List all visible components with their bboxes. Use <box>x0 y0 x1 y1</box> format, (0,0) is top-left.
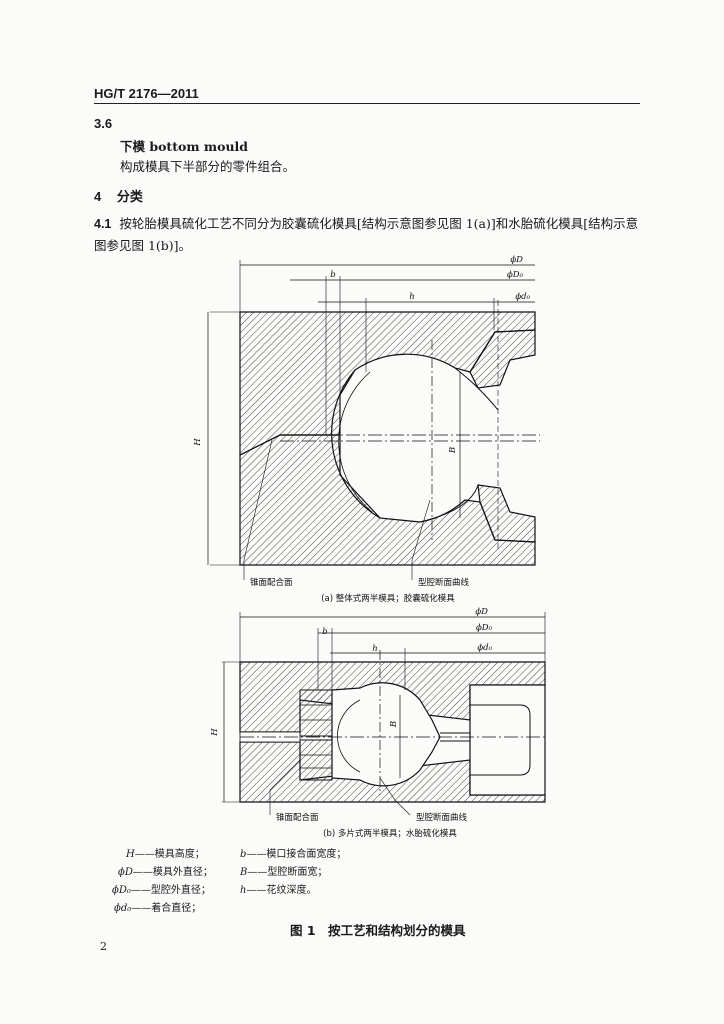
section-4-1-paragraph: 4.1 按轮胎模具硫化工艺不同分为胶囊硫化模具[结构示意图参见图 1(a)]和水… <box>94 213 642 256</box>
dim-b-b: b <box>322 627 327 637</box>
figure-title: 图 1 按工艺和结构划分的模具 <box>290 923 466 938</box>
legend-symbol: b <box>240 849 247 860</box>
legend-item: H——模具高度； <box>126 845 205 860</box>
legend-desc: ——型腔外直径； <box>130 885 211 896</box>
label-a-cavity-curve: 型腔断面曲线 <box>418 577 470 588</box>
dim-a-d0: ϕd₀ <box>515 292 530 302</box>
section-3-6-definition: 构成模具下半部分的零件组合。 <box>120 159 296 174</box>
legend-desc: ——花纹深度。 <box>246 885 317 896</box>
section-4-heading: 4 分类 <box>94 186 143 205</box>
dim-a-b: b <box>330 270 335 280</box>
legend-symbol: B <box>240 867 248 878</box>
dim-b-h: h <box>372 644 377 654</box>
section-3-6-term: 下模 bottom mould <box>120 139 249 154</box>
dim-b-H: H <box>210 728 220 737</box>
legend-symbol: ϕd₀ <box>114 903 132 914</box>
legend-item: B——型腔断面宽； <box>240 863 327 878</box>
legend-symbol: ϕD <box>118 867 133 878</box>
dim-b-D0: ϕD₀ <box>476 623 493 633</box>
section-3-6-number: 3.6 <box>94 116 113 131</box>
caption-b: (b) 多片式两半模具；水胎硫化模具 <box>323 828 457 839</box>
legend-item: ϕd₀——着合直径； <box>114 899 201 914</box>
legend-symbol: H <box>126 849 135 860</box>
legend-item: ϕD——模具外直径； <box>118 863 213 878</box>
header-rule <box>94 103 640 104</box>
legend-desc: ——型腔断面宽； <box>247 867 328 878</box>
label-b-cavity-curve: 型腔断面曲线 <box>416 812 468 823</box>
dim-a-h: h <box>409 292 414 302</box>
section-4-1-number: 4.1 <box>94 217 112 231</box>
dim-a-D: ϕD <box>510 255 523 265</box>
dim-a-B: B <box>448 447 458 454</box>
section-4-title: 分类 <box>116 189 143 204</box>
section-4-1-text: 按轮胎模具硫化工艺不同分为胶囊硫化模具[结构示意图参见图 1(a)]和水胎硫化模… <box>94 216 639 253</box>
legend-desc: ——模具外直径； <box>132 867 213 878</box>
figure-a-mould <box>207 260 540 580</box>
section-4-number: 4 <box>94 189 102 204</box>
figure-b-mould <box>222 612 546 816</box>
dim-a-D0: ϕD₀ <box>507 270 524 280</box>
legend-desc: ——着合直径； <box>131 903 202 914</box>
dim-a-H: H <box>193 438 203 447</box>
legend-desc: ——模口接合面宽度； <box>246 849 347 860</box>
dim-b-d0: ϕd₀ <box>477 643 492 653</box>
document-header: HG/T 2176—2011 <box>94 86 199 101</box>
legend-desc: ——模具高度； <box>134 849 205 860</box>
legend-symbol: ϕD₀ <box>112 885 131 896</box>
label-a-cone-face: 锥面配合面 <box>250 577 293 588</box>
legend-symbol: h <box>240 885 247 896</box>
legend-item: h——花纹深度。 <box>240 881 316 896</box>
caption-a: (a) 整体式两半模具；胶囊硫化模具 <box>321 593 455 604</box>
label-b-cone-face: 锥面配合面 <box>276 812 319 823</box>
dim-b-D: ϕD <box>475 607 488 617</box>
legend-item: ϕD₀——型腔外直径； <box>112 881 211 896</box>
dim-b-B: B <box>389 721 399 728</box>
legend-item: b——模口接合面宽度； <box>240 845 346 860</box>
page-number: 2 <box>100 940 107 953</box>
